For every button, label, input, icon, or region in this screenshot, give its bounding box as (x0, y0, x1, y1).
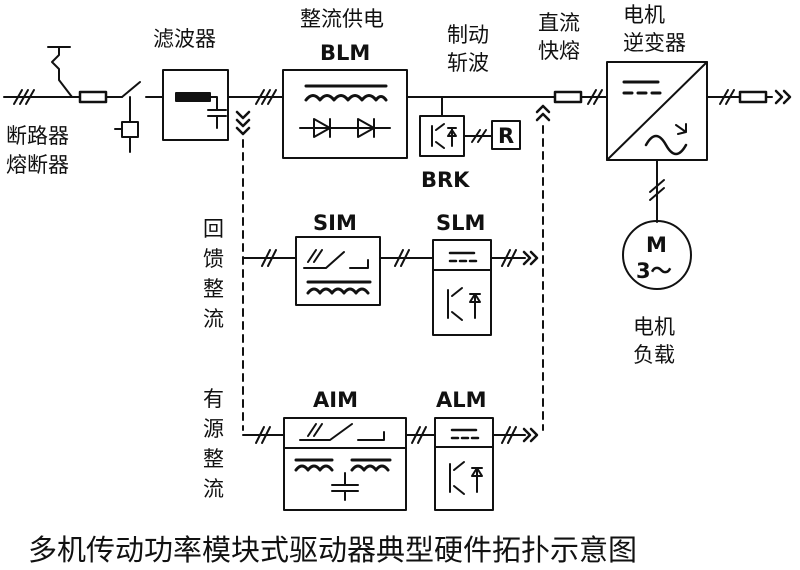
main-ac-bus (3, 89, 773, 105)
dc-link-arrow-left (235, 110, 251, 136)
resistor-label: R (498, 124, 514, 148)
slm-label: SLM (436, 211, 485, 235)
aim-row (242, 417, 539, 511)
filter-label: 滤波器 (153, 27, 216, 51)
fuse-label-1: 直流 (538, 11, 580, 35)
blm-label: BLM (320, 41, 370, 65)
inverter-label-2: 逆变器 (623, 31, 686, 55)
alm-label: ALM (436, 388, 487, 412)
feedback-char-4: 流 (203, 307, 224, 331)
aim-label: AIM (313, 388, 358, 412)
brk-label: BRK (421, 168, 470, 192)
chopper-label-2: 斩波 (447, 51, 489, 75)
switch-symbol (114, 81, 141, 153)
sim-row (242, 236, 539, 336)
inverter-box (606, 61, 708, 161)
dc-link-dashed (242, 125, 544, 431)
diagram-caption: 多机传动功率模块式驱动器典型硬件拓扑示意图 (28, 533, 637, 567)
filter-box (162, 69, 229, 141)
blm-title-label: 整流供电 (300, 7, 384, 31)
feedback-char-3: 整 (203, 277, 224, 301)
dc-link-arrow-right (535, 104, 551, 122)
output-fuse (738, 90, 768, 104)
breaker-symbol (47, 46, 73, 98)
motor-load-label-1: 电机 (633, 315, 675, 339)
output-arrow (774, 89, 792, 105)
brake-chopper (419, 96, 521, 157)
fuse-label-2: 快熔 (538, 39, 580, 63)
inverter-label-1: 电机 (623, 3, 665, 27)
chopper-label-1: 制动 (447, 23, 489, 47)
breaker-label-1: 断路器 (6, 124, 69, 148)
active-char-4: 流 (203, 477, 224, 501)
blm-box (282, 69, 408, 159)
motor-phase-label: 3～ (636, 259, 672, 283)
sim-label: SIM (313, 211, 357, 235)
feedback-char-1: 回 (203, 217, 224, 241)
fuse-symbol (78, 90, 108, 104)
dc-fuse-symbol (553, 90, 583, 104)
motor-symbol (622, 159, 692, 290)
active-char-1: 有 (203, 387, 224, 411)
breaker-label-2: 熔断器 (6, 153, 69, 177)
active-char-2: 源 (203, 417, 224, 441)
motor-m-label: M (646, 233, 667, 257)
feedback-char-2: 馈 (203, 247, 224, 271)
motor-load-label-2: 负载 (633, 343, 675, 367)
active-char-3: 整 (203, 447, 224, 471)
